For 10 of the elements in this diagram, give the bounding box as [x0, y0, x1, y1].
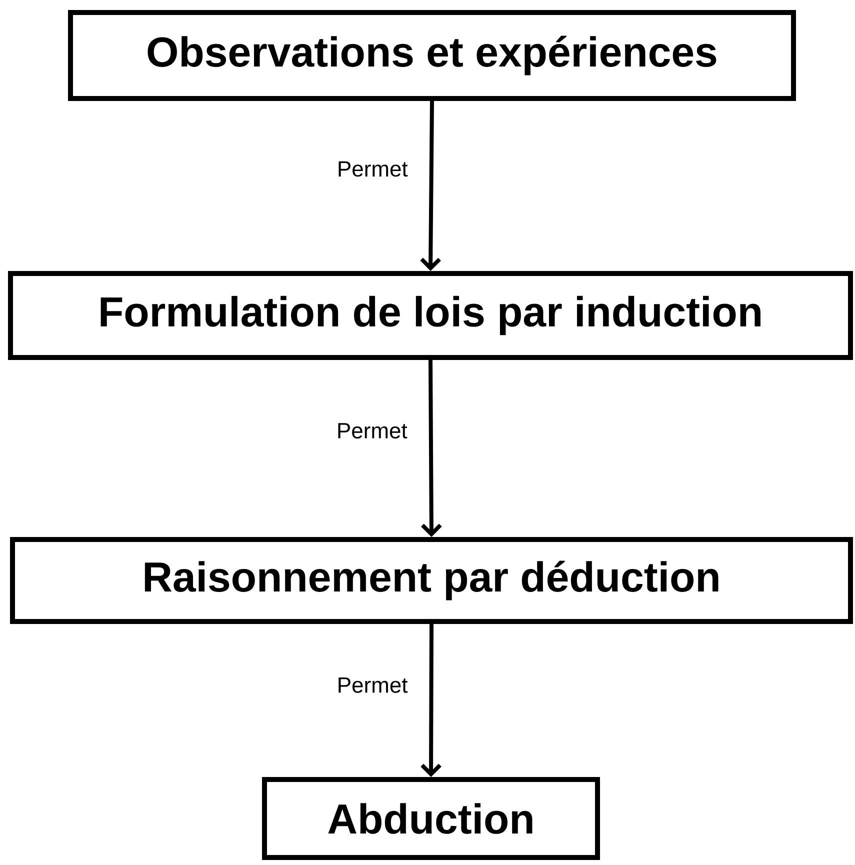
edge-label: Permet: [338, 423, 408, 438]
process-box: Observations et expériences: [68, 10, 796, 101]
process-box: Formulation de lois par induction: [8, 271, 853, 360]
edge-label: Permet: [338, 678, 408, 693]
arrow: [420, 624, 442, 778]
edge-label: Permet: [338, 161, 408, 177]
arrow: [421, 360, 442, 537]
process-box: Raisonnement par déduction: [10, 537, 853, 624]
process-box: Abduction: [262, 777, 600, 860]
arrow: [420, 100, 441, 271]
